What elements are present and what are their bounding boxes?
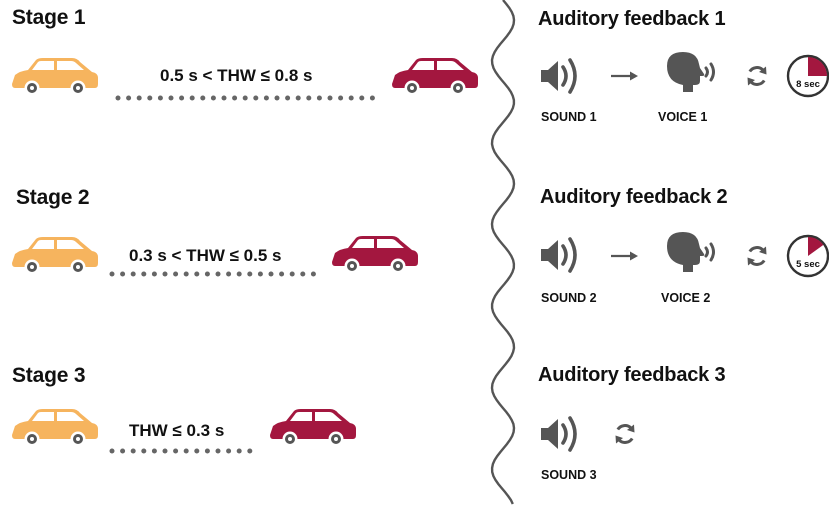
dot: [257, 271, 263, 277]
sound-3-label: SOUND 3: [541, 468, 597, 482]
dot: [173, 448, 179, 454]
dot: [295, 95, 301, 101]
dot: [242, 95, 248, 101]
timer-2-label: 5 sec: [796, 259, 820, 270]
dot: [173, 271, 179, 277]
dot: [204, 448, 210, 454]
dot: [109, 448, 115, 454]
speaker-icon-2: [539, 237, 577, 273]
speaker-icon-3: [539, 416, 577, 452]
sound-1-label: SOUND 1: [541, 110, 597, 124]
speaker-icon-1: [539, 58, 577, 94]
dot: [157, 95, 163, 101]
lead-car-icon-3: [270, 409, 356, 447]
dot: [162, 271, 168, 277]
arrow-right-icon-2: [609, 250, 640, 262]
dot: [263, 95, 269, 101]
dotted-line-3: [109, 448, 253, 454]
timer-1-label: 8 sec: [796, 79, 820, 90]
dot: [183, 448, 189, 454]
voice-1-label: VOICE 1: [658, 110, 708, 124]
refresh-icon-3: [614, 423, 636, 445]
dot: [268, 271, 274, 277]
stage-2-condition: 0.3 s < THW ≤ 0.5 s: [129, 246, 282, 265]
dot: [189, 95, 195, 101]
dot: [194, 448, 200, 454]
stage-2-title: Stage 2: [16, 186, 90, 209]
dot: [300, 271, 306, 277]
lead-car-icon-1: [392, 58, 478, 96]
dot: [151, 448, 157, 454]
stage-1-title: Stage 1: [12, 6, 86, 29]
dot: [162, 448, 168, 454]
dot: [183, 271, 189, 277]
stage-1-condition: 0.5 s < THW ≤ 0.8 s: [160, 66, 313, 85]
dot: [141, 448, 147, 454]
dot: [194, 271, 200, 277]
voice-head-icon-2: [665, 230, 715, 274]
dot: [130, 271, 136, 277]
ego-car-icon-1: [12, 58, 98, 96]
dot: [215, 271, 221, 277]
dot: [115, 95, 121, 101]
lead-car-icon-2: [332, 236, 418, 274]
dotted-line-2: [109, 271, 316, 277]
dot: [136, 95, 142, 101]
dot: [168, 95, 174, 101]
timer-icon-2: [786, 234, 829, 278]
dot: [236, 448, 242, 454]
dot: [179, 95, 185, 101]
voice-head-icon-1: [665, 50, 715, 94]
dot: [232, 95, 238, 101]
ego-car-icon-3: [12, 409, 98, 447]
divider-wave: [490, 0, 516, 505]
feedback-1-title: Auditory feedback 1: [538, 8, 726, 30]
dot: [327, 95, 333, 101]
dot: [120, 271, 126, 277]
dot: [151, 271, 157, 277]
dot: [285, 95, 291, 101]
dot: [348, 95, 354, 101]
feedback-3-title: Auditory feedback 3: [538, 364, 726, 386]
dot: [120, 448, 126, 454]
dot: [215, 448, 221, 454]
dotted-line-1: [115, 95, 375, 101]
dot: [253, 95, 259, 101]
dot: [109, 271, 115, 277]
dot: [247, 271, 253, 277]
dot: [289, 271, 295, 277]
dot: [226, 271, 232, 277]
dot: [210, 95, 216, 101]
refresh-icon-2: [746, 245, 768, 267]
dot: [141, 271, 147, 277]
voice-2-label: VOICE 2: [661, 291, 711, 305]
sound-2-label: SOUND 2: [541, 291, 597, 305]
dot: [306, 95, 312, 101]
feedback-2-title: Auditory feedback 2: [540, 186, 728, 208]
dot: [236, 271, 242, 277]
dot: [126, 95, 132, 101]
dot: [338, 95, 344, 101]
dot: [204, 271, 210, 277]
dot: [130, 448, 136, 454]
dot: [369, 95, 375, 101]
dot: [274, 95, 280, 101]
dot: [359, 95, 365, 101]
ego-car-icon-2: [12, 237, 98, 275]
dot: [221, 95, 227, 101]
dot: [226, 448, 232, 454]
timer-icon-1: [786, 54, 829, 98]
dot: [247, 448, 253, 454]
arrow-right-icon-1: [609, 70, 640, 82]
stage-3-title: Stage 3: [12, 364, 86, 387]
stage-3-condition: THW ≤ 0.3 s: [129, 421, 225, 440]
dot: [316, 95, 322, 101]
dot: [200, 95, 206, 101]
refresh-icon-1: [746, 65, 768, 87]
dot: [147, 95, 153, 101]
dot: [310, 271, 316, 277]
dot: [279, 271, 285, 277]
